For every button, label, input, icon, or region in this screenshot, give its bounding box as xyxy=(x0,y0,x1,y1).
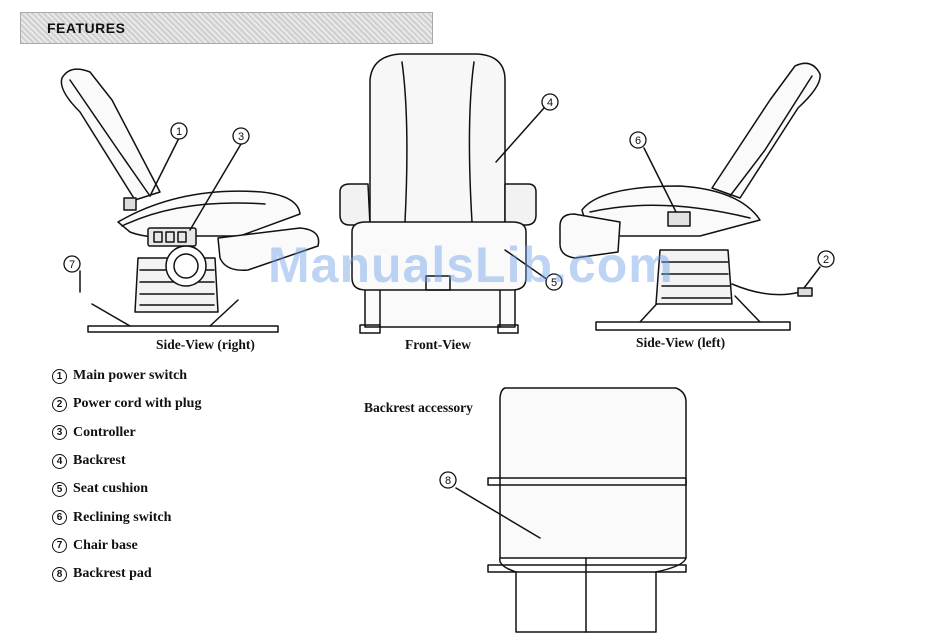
legend-label: Reclining switch xyxy=(73,510,171,526)
backrest-accessory-drawing xyxy=(456,388,686,632)
callout-6-label: 6 xyxy=(635,135,641,147)
base-rail-left xyxy=(596,322,790,330)
legend-item: 3 Controller xyxy=(52,419,201,447)
callout-4-label: 4 xyxy=(547,97,553,109)
legend-label: Chair base xyxy=(73,538,138,554)
legend-number: 6 xyxy=(52,510,67,525)
backrest-accessory-label: Backrest accessory xyxy=(364,400,473,416)
legend-number: 3 xyxy=(52,425,67,440)
power-plug xyxy=(798,288,812,296)
legend-label: Power cord with plug xyxy=(73,396,201,412)
main-power-switch xyxy=(124,198,136,210)
legend-label: Backrest xyxy=(73,453,126,469)
reclining-switch xyxy=(668,212,690,226)
controller-panel xyxy=(148,228,196,246)
legend-number: 2 xyxy=(52,397,67,412)
legend-number: 4 xyxy=(52,454,67,469)
accessory-strap-bottom xyxy=(488,565,686,572)
legend-label: Main power switch xyxy=(73,368,187,384)
callout-2-label: 2 xyxy=(823,254,829,266)
side-view-right-caption: Side-View (right) xyxy=(156,337,255,353)
feature-legend: 1 Main power switch 2 Power cord with plug… xyxy=(52,362,201,588)
legend-item: 1 Main power switch xyxy=(52,362,201,390)
legend-number: 5 xyxy=(52,482,67,497)
base-rail xyxy=(88,326,278,332)
legend-item: 8 Backrest pad xyxy=(52,560,201,588)
legend-item: 6 Reclining switch xyxy=(52,503,201,531)
legend-number: 1 xyxy=(52,369,67,384)
legend-label: Backrest pad xyxy=(73,566,152,582)
callout-1-label: 1 xyxy=(176,126,182,138)
legend-item: 5 Seat cushion xyxy=(52,475,201,503)
callout-3-label: 3 xyxy=(238,131,244,143)
front-view-caption: Front-View xyxy=(405,337,471,353)
side-view-left-caption: Side-View (left) xyxy=(636,335,725,351)
watermark: ManualsLib.com xyxy=(268,236,674,294)
callout-8-label: 8 xyxy=(445,475,451,487)
legend-number: 7 xyxy=(52,538,67,553)
callout-7-label: 7 xyxy=(69,259,75,271)
legend-item: 4 Backrest xyxy=(52,447,201,475)
legend-number: 8 xyxy=(52,567,67,582)
legend-item: 7 Chair base xyxy=(52,532,201,560)
legend-label: Seat cushion xyxy=(73,481,148,497)
legend-label: Controller xyxy=(73,425,136,441)
legend-item: 2 Power cord with plug xyxy=(52,390,201,418)
